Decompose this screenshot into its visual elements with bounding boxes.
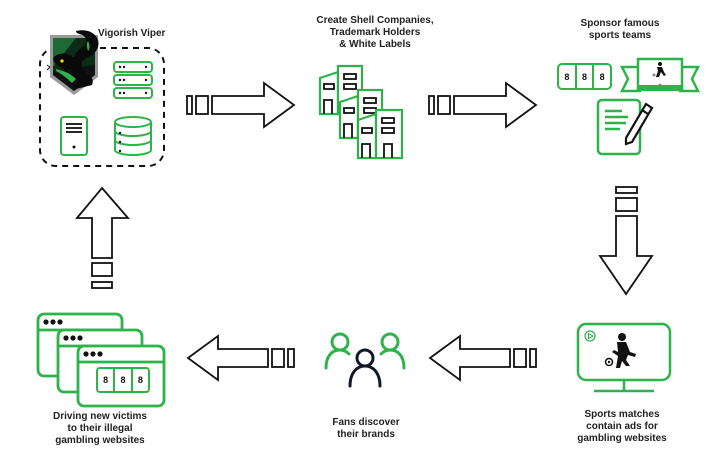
sponsor-slot-machine-icon: 8 8 8 <box>557 63 612 90</box>
flow-arrow-down <box>598 186 654 296</box>
server-rack-icon <box>113 61 153 99</box>
flow-arrow-right-2 <box>428 81 538 129</box>
flow-arrow-left-1 <box>428 334 537 382</box>
slot-reel: 8 <box>599 71 605 82</box>
fans-label-line-1: Fans discover <box>332 417 400 428</box>
viper-label: Vigorish Viper <box>98 28 166 39</box>
matches-label-line-1: Sports matches <box>584 409 660 420</box>
flow-arrow-left-2 <box>186 334 295 382</box>
shell-label-line-1: Create Shell Companies, <box>316 15 434 26</box>
browser-windows-icon <box>36 312 166 408</box>
matches-label: Sports matches contain ads for gambling … <box>568 409 676 445</box>
websites-label: Driving new victims to their illegal gam… <box>45 411 155 447</box>
flow-arrow-right-1 <box>186 81 296 129</box>
slot-reel: 8 <box>577 65 595 88</box>
people-group-icon <box>324 332 406 388</box>
website-slot-machine-icon: 8 8 8 <box>96 367 150 393</box>
desktop-tower-icon <box>60 116 88 156</box>
shell-label-line-3: & White Labels <box>339 39 411 50</box>
tv-soccer-icon <box>576 322 672 393</box>
slot-reel: 8 <box>137 375 143 385</box>
sponsor-label-line-2: sports teams <box>588 30 652 41</box>
slot-reel: 8 <box>115 369 133 391</box>
slot-reel: 8 <box>559 65 577 88</box>
websites-label-line-1: Driving new victims <box>53 411 147 422</box>
fans-label: Fans discover their brands <box>316 417 416 441</box>
websites-label-line-3: gambling websites <box>55 435 145 446</box>
database-icon <box>114 116 152 157</box>
slot-reel: 8 <box>98 369 116 391</box>
sponsor-banner-icon <box>619 57 701 93</box>
shell-label-line-2: Trademark Holders <box>329 27 421 38</box>
websites-label-line-2: to their illegal <box>67 423 133 434</box>
sponsor-label: Sponsor famous sports teams <box>570 18 670 42</box>
sponsor-label-line-1: Sponsor famous <box>580 18 660 29</box>
shell-companies-label: Create Shell Companies, Trademark Holder… <box>300 15 450 51</box>
snake-shield-logo-icon <box>46 30 99 95</box>
matches-label-line-3: gambling websites <box>577 433 667 444</box>
fans-label-line-2: their brands <box>337 429 395 440</box>
matches-label-line-2: contain ads for <box>586 421 658 432</box>
buildings-icon <box>318 64 404 160</box>
contract-signing-icon <box>596 98 654 156</box>
flow-arrow-up <box>75 186 130 289</box>
